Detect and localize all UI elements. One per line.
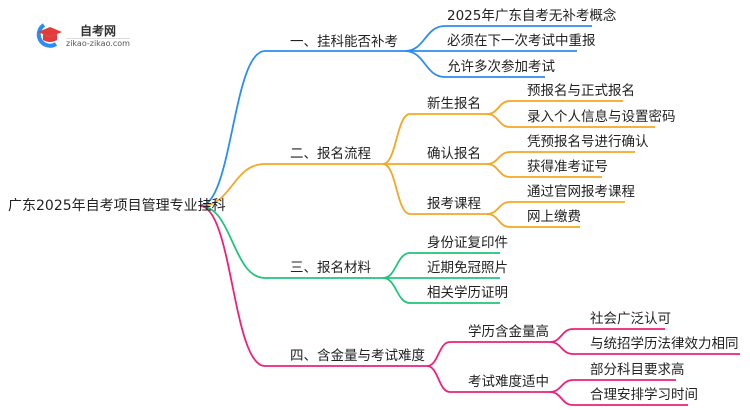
leaf[interactable]: 部分科目要求高 [590,362,685,378]
connector [426,365,550,393]
leaf[interactable]: 录入个人信息与设置密码 [527,109,676,125]
connector [199,205,383,279]
connector [382,163,487,215]
sub-branch[interactable]: 学历含金量高 [468,324,549,340]
connector [382,113,487,165]
leaf[interactable]: 近期免冠照片 [427,260,508,276]
root-node[interactable]: 广东2025年自考项目管理专业挂科 [8,198,226,214]
branch-1[interactable]: 一、挂科能否补考 [290,34,398,50]
connector [486,113,655,128]
leaf[interactable]: 通过官网报考课程 [527,184,635,200]
sub-branch[interactable]: 考试难度适中 [468,374,549,390]
connector [426,341,550,367]
logo-url: zikao-zikao.com [66,38,130,48]
connector [486,163,602,178]
leaf[interactable]: 与统招学历法律效力相同 [590,336,739,352]
leaf[interactable]: 身份证复印件 [427,235,508,251]
connector [549,341,740,355]
connector [382,277,500,304]
connector [199,163,383,207]
branch-3[interactable]: 三、报名材料 [290,260,371,276]
leaf[interactable]: 获得准考证号 [527,159,608,175]
leaf[interactable]: 允许多次参加考试 [447,59,555,75]
connector [199,205,427,367]
connector [404,50,545,78]
leaf[interactable]: 预报名与正式报名 [527,83,635,99]
leaf[interactable]: 合理安排学习时间 [590,387,698,403]
logo-title: 自考网 [80,24,117,38]
sub-branch[interactable]: 新生报名 [427,96,481,112]
leaf[interactable]: 相关学历证明 [427,285,508,301]
logo: 自考网 zikao-zikao.com [30,22,140,48]
sub-branch[interactable]: 确认报名 [427,146,481,162]
connector [486,213,580,228]
leaf[interactable]: 2025年广东自考无补考概念 [447,8,617,24]
leaf[interactable]: 社会广泛认可 [590,311,671,327]
leaf[interactable]: 必须在下一次考试中重报 [447,33,596,49]
connector [549,391,688,406]
graduation-cap-icon [36,23,62,48]
sub-branch[interactable]: 报考课程 [427,196,481,212]
leaf[interactable]: 凭预报名号进行确认 [527,134,649,150]
branch-4[interactable]: 四、含金量与考试难度 [290,348,425,364]
leaf[interactable]: 网上缴费 [527,209,581,225]
branch-2[interactable]: 二、报名流程 [290,146,371,162]
connector [199,50,405,207]
